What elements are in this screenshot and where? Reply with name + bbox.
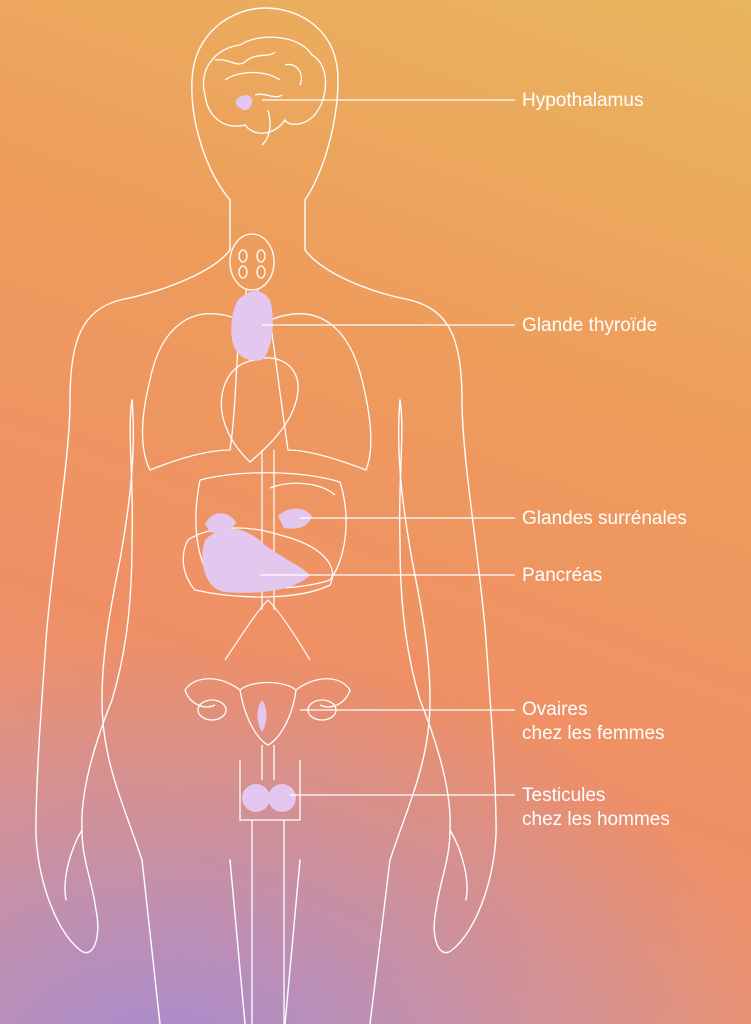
label-adrenals: Glandes surrénales bbox=[522, 507, 687, 531]
uterus bbox=[185, 679, 350, 780]
intestines bbox=[225, 600, 310, 660]
leader-lines bbox=[260, 100, 515, 795]
label-thyroid: Glande thyroïde bbox=[522, 314, 657, 338]
brain bbox=[203, 37, 325, 145]
heart bbox=[221, 358, 298, 462]
label-ovaries-line2: chez les femmes bbox=[522, 722, 665, 746]
thyroid-gland bbox=[231, 291, 273, 361]
label-testicles: Testicules chez les hommes bbox=[522, 784, 670, 832]
testicle-right bbox=[268, 784, 296, 812]
label-hypothalamus: Hypothalamus bbox=[522, 89, 643, 113]
label-ovaries: Ovaires chez les femmes bbox=[522, 698, 665, 746]
ovary-inner bbox=[258, 700, 267, 732]
label-pancreas: Pancréas bbox=[522, 564, 602, 588]
label-ovaries-line1: Ovaires bbox=[522, 698, 665, 722]
body-outline bbox=[36, 8, 496, 1024]
glands bbox=[202, 95, 312, 812]
hypothalamus-gland bbox=[236, 95, 252, 110]
pancreas-gland bbox=[202, 529, 310, 593]
label-testicles-line1: Testicules bbox=[522, 784, 670, 808]
testicle-left bbox=[242, 784, 270, 812]
label-testicles-line2: chez les hommes bbox=[522, 808, 670, 832]
